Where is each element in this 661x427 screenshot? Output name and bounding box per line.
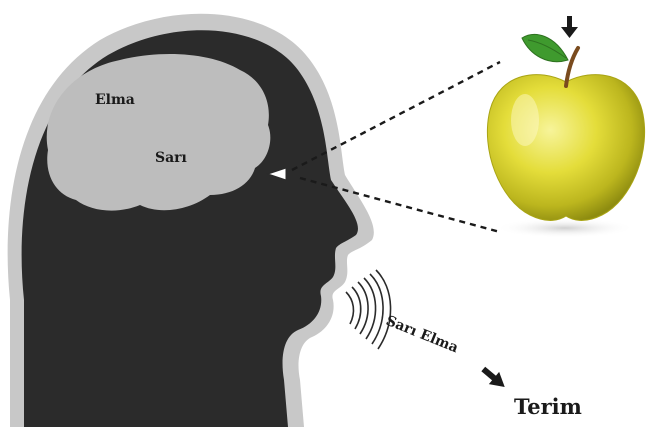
brain-label-sari: Sarı: [155, 150, 187, 166]
arrow-down-icon: [561, 16, 578, 38]
speech-phrase: Sarı Elma: [384, 313, 461, 357]
result-label: Terim: [514, 394, 582, 419]
apple-icon: [487, 75, 644, 221]
apple-shadow: [495, 218, 635, 238]
apple-leaf: [522, 34, 568, 61]
sound-waves-icon: [346, 270, 391, 349]
brain-label-elma: Elma: [95, 92, 135, 108]
brain: [47, 54, 271, 211]
arrow-down-right-icon: [478, 363, 510, 393]
